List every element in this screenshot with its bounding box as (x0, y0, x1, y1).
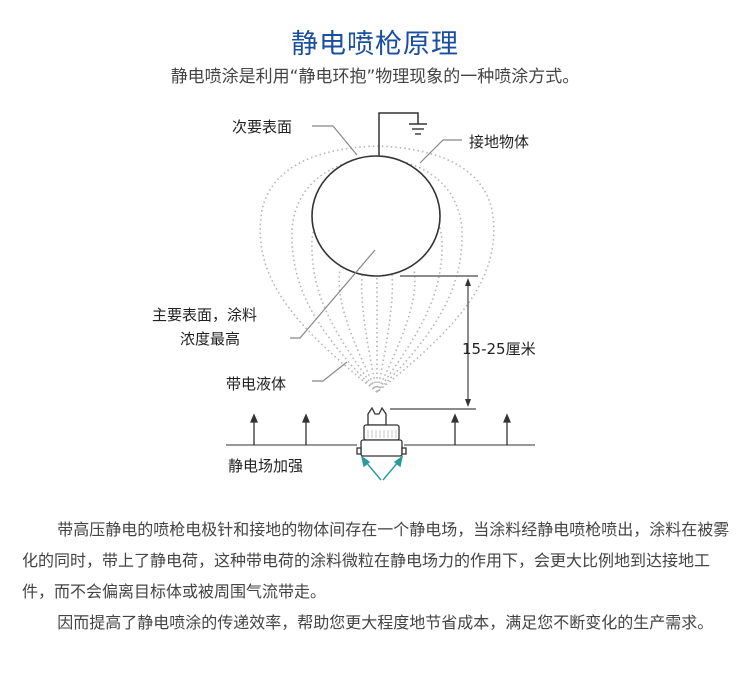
label-secondary-surface: 次要表面 (232, 118, 293, 136)
electrostatic-diagram: 次要表面 接地物体 主要表面，涂料 浓度最高 带电液体 15-25厘米 静电场加… (0, 100, 750, 500)
label-primary-surface-2: 浓度最高 (180, 330, 241, 348)
page-title: 静电喷枪原理 (291, 29, 459, 60)
label-field-enhanced: 静电场加强 (228, 457, 304, 475)
description: 带高压静电的喷枪电极针和接地的物体间存在一个静电场，当涂料经静电喷枪喷出，涂料在… (22, 514, 737, 638)
paragraph-1: 带高压静电的喷枪电极针和接地的物体间存在一个静电场，当涂料经静电喷枪喷出，涂料在… (22, 520, 730, 601)
spray-gun-shape (356, 406, 407, 457)
label-distance: 15-25厘米 (462, 340, 536, 358)
label-grounded-object: 接地物体 (469, 133, 530, 151)
page-subtitle: 静电喷涂是利用“静电环抱”物理现象的一种喷涂方式。 (170, 67, 580, 87)
teal-arrows (360, 455, 404, 481)
label-charged-liquid: 带电液体 (226, 375, 287, 393)
paragraph-2: 因而提高了静电喷涂的传递效率，帮助您更大程度地节省成本，满足您不断变化的生产需求… (57, 613, 714, 632)
diagram-graphic (226, 112, 535, 481)
field-arrows (250, 413, 511, 445)
grounded-object-shape (311, 155, 441, 277)
label-primary-surface-1: 主要表面，涂料 (152, 306, 258, 324)
